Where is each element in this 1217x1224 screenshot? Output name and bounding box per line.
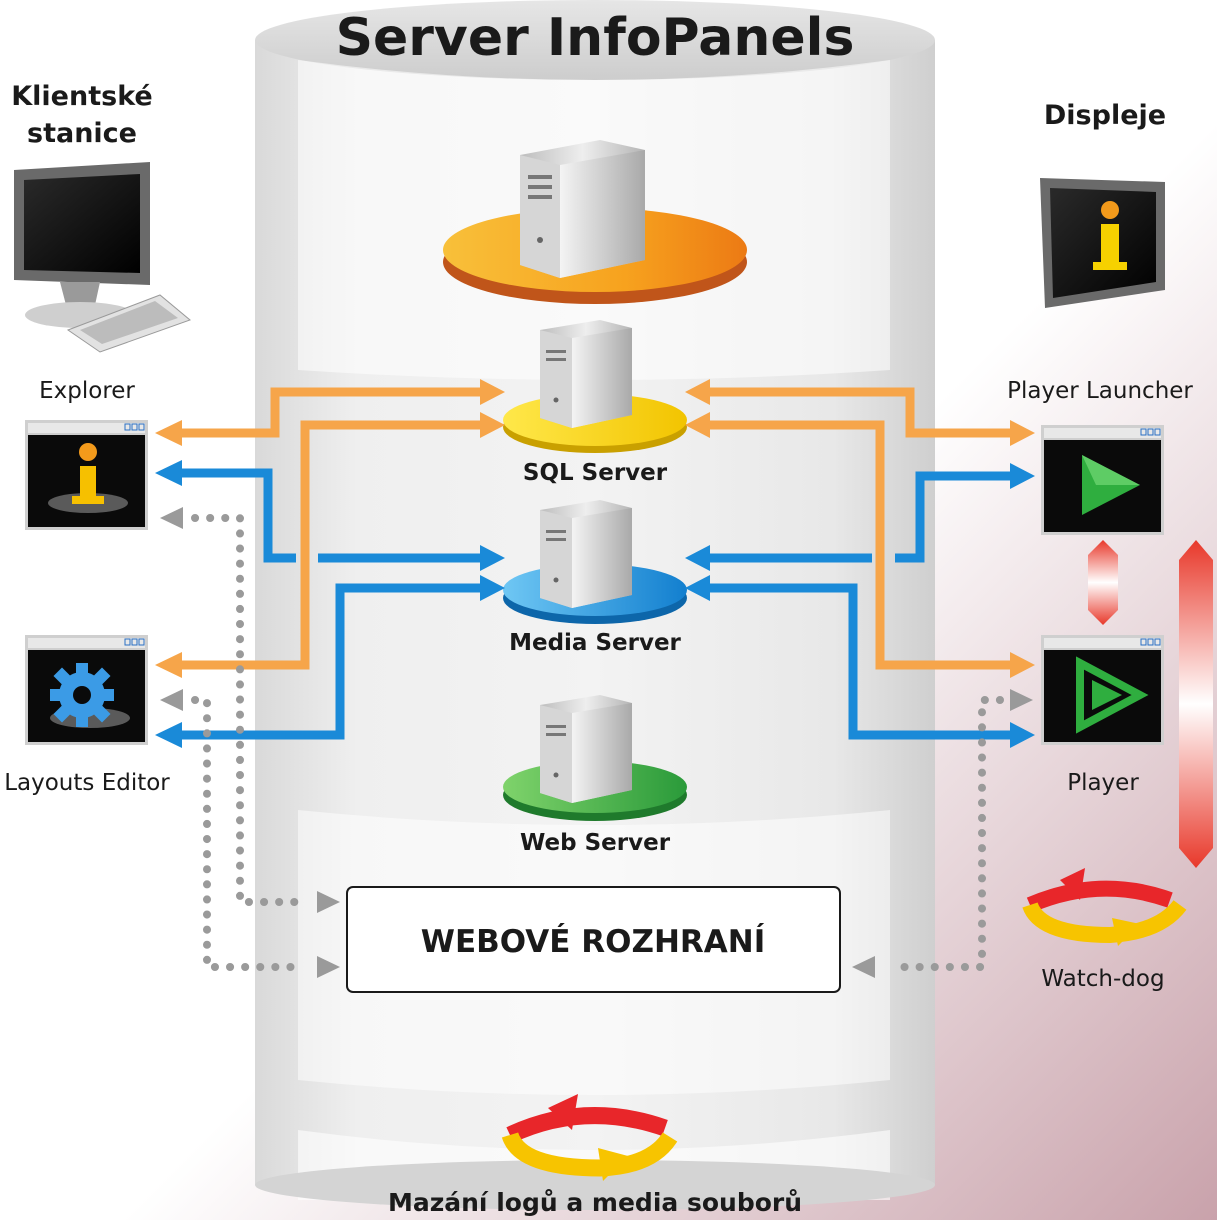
play-app-icon xyxy=(1076,656,1149,734)
play-app-icon xyxy=(1082,455,1140,515)
watchdog-label: Watch-dog xyxy=(1041,966,1164,992)
server-tower-icon xyxy=(540,695,632,803)
media-server-label: Media Server xyxy=(509,630,681,656)
cycle-arrows-icon xyxy=(1022,868,1187,946)
diagram-title: Server InfoPanels xyxy=(336,8,855,68)
explorer-app-window xyxy=(25,420,148,530)
blue-arrowheads xyxy=(155,460,1035,748)
main-server xyxy=(443,140,747,304)
server-tower-icon xyxy=(540,500,632,608)
layouts-editor-app-window xyxy=(25,635,148,745)
player-app-window xyxy=(1041,635,1164,745)
layouts-editor-label: Layouts Editor xyxy=(4,770,170,796)
info-display-icon xyxy=(1040,178,1165,308)
orange-connectors xyxy=(180,387,1015,670)
media-server-node xyxy=(503,500,687,624)
info-app-icon xyxy=(48,443,128,513)
launcher-player-link-arrow xyxy=(1088,540,1118,625)
footer-label: Mazání logů a media souborů xyxy=(388,1188,802,1217)
server-tower-icon xyxy=(540,320,632,428)
sql-server-label: SQL Server xyxy=(523,460,668,486)
gear-app-icon xyxy=(50,663,130,728)
gray-dotted-connectors xyxy=(191,514,1004,971)
web-server-node xyxy=(503,695,687,821)
web-interface-label: WEBOVÉ ROZHRANÍ xyxy=(421,924,765,960)
orange-arrowheads xyxy=(155,379,1035,678)
sql-server-node xyxy=(503,320,687,453)
gray-arrowheads xyxy=(160,507,1033,978)
web-server-label: Web Server xyxy=(520,830,671,856)
player-label: Player xyxy=(1067,770,1139,796)
desktop-computer-icon xyxy=(14,162,191,353)
player-launcher-label: Player Launcher xyxy=(1007,378,1193,404)
web-interface-box xyxy=(346,886,841,993)
displays-heading: Displeje xyxy=(1044,100,1166,131)
watchdog-range-arrow xyxy=(1179,540,1213,868)
clients-heading-line2: stanice xyxy=(27,118,137,149)
player-launcher-app-window xyxy=(1041,425,1164,535)
clients-heading-line1: Klientské xyxy=(11,81,153,112)
server-tower-icon xyxy=(520,140,645,278)
cycle-arrows-icon xyxy=(501,1094,678,1181)
explorer-label: Explorer xyxy=(39,378,135,404)
blue-connectors xyxy=(180,468,1015,740)
